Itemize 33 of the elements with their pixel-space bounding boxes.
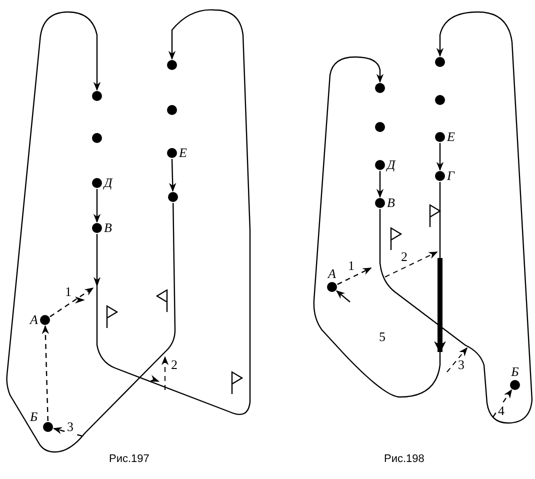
- arrow: [169, 158, 176, 192]
- point-letter: А: [30, 313, 38, 326]
- point-letter: Д: [387, 158, 396, 171]
- arrow: [336, 290, 350, 302]
- point-letter: А: [328, 267, 336, 280]
- arrow: [6, 11, 176, 453]
- callout-number: 2: [400, 250, 408, 264]
- point-letter: Г: [447, 169, 454, 182]
- callout-number: 2: [170, 358, 178, 372]
- callout-number: 5: [378, 330, 386, 344]
- callout-number: 3: [457, 358, 466, 372]
- point-letter: Е: [447, 130, 455, 143]
- point-letter: Е: [179, 146, 187, 159]
- edge-label: 4: [497, 404, 506, 418]
- dashed-arrow: [337, 267, 372, 285]
- point-letter: В: [104, 221, 112, 234]
- edge-label: 1: [347, 259, 356, 273]
- edge-label: 1: [64, 285, 72, 299]
- point-letter: В: [387, 196, 395, 209]
- dashed-arrow: [52, 427, 82, 437]
- point-letter: Б: [30, 410, 38, 423]
- arrow: [96, 9, 251, 415]
- dashed-arrow: [492, 389, 512, 418]
- arrow: [379, 11, 533, 424]
- dashed-arrow: [50, 288, 94, 318]
- dashed-arrow: [42, 325, 50, 422]
- point-letter: Д: [104, 176, 112, 189]
- arrow: [436, 143, 444, 171]
- arrow: [313, 56, 441, 398]
- arrow: [376, 171, 384, 198]
- arrow: [93, 189, 101, 223]
- point-letter: Б: [511, 365, 519, 378]
- edge-label: 3: [66, 420, 74, 434]
